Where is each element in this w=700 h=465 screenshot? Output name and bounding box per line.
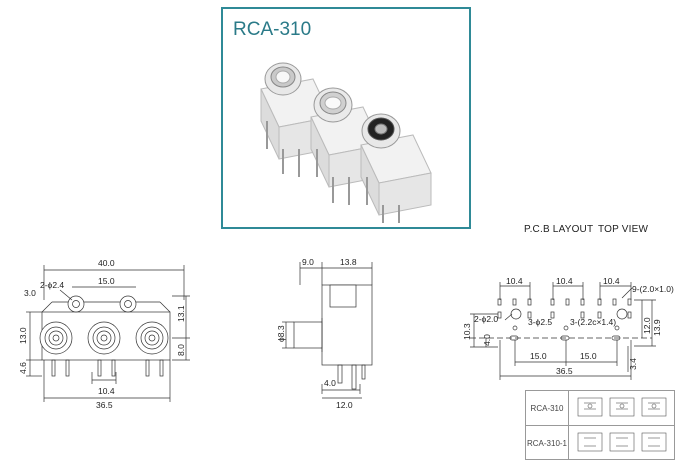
dim-pcb-oval-holes: 3-(2.2c×1.4) [570,317,616,327]
model-row: RCA-310 [526,391,674,426]
model-label: RCA-310-1 [526,426,569,460]
dim-pcb-left-offset: 4.0 [482,334,492,346]
model-schematic [577,432,667,452]
dim-pcb-right-height-1: 12.0 [642,317,652,334]
dim-base-depth: 12.0 [336,400,353,410]
front-view [26,265,190,402]
pcb-layout-view [470,282,656,380]
pcb-layout-label: P.C.B LAYOUT [524,224,594,235]
dim-pcb-left-height: 10.3 [462,323,472,340]
product-photo [260,62,432,223]
dim-body-height: 13.0 [18,327,28,344]
side-view [282,262,373,399]
dim-top-height: 13.1 [176,305,186,322]
dim-rear-depth: 13.8 [340,257,357,267]
dim-pcb-spacing-1: 15.0 [530,351,547,361]
dim-pcb-right-offset: 3.4 [628,358,638,370]
dim-pin-pitch: 10.4 [98,386,115,396]
dim-pcb-total-width: 36.5 [556,366,573,376]
dim-jack-height: 8.0 [176,344,186,356]
dim-hole-diameter: 2-ϕ2.4 [40,280,64,290]
model-schematic [577,397,667,417]
dim-pcb-mount-holes: 2-ϕ2.0 [474,314,498,324]
top-view-label: TOP VIEW [598,224,649,235]
dim-pcb-pitch-3: 10.4 [603,276,620,286]
dim-hole-offset: 3.0 [24,288,36,298]
dim-overall-width: 40.0 [98,258,115,268]
product-title: RCA-310 [233,19,312,40]
dim-pin-length: 4.0 [324,378,336,388]
model-table: RCA-310 RCA-310-1 [525,390,675,460]
model-label: RCA-310 [526,391,569,425]
product-photo-frame: RCA-310 [221,7,471,229]
dim-pcb-slot-size: 9-(2.0×1.0) [632,284,674,294]
model-row: RCA-310-1 [526,426,674,460]
dim-pcb-spacing-2: 15.0 [580,351,597,361]
dim-front-depth: 9.0 [302,257,314,267]
dim-base-width: 36.5 [96,400,113,410]
dim-pcb-pitch-2: 10.4 [556,276,573,286]
dim-pcb-right-height-2: 13.9 [652,319,662,336]
dim-side-diameter: ϕ8.3 [276,325,286,342]
dim-bottom-offset: 4.6 [18,362,28,374]
dim-hole-spacing: 15.0 [98,276,115,286]
dim-pcb-pitch-1: 10.4 [506,276,523,286]
dim-pcb-round-holes: 3-ϕ2.5 [528,317,552,327]
jack-body-3 [360,113,432,223]
